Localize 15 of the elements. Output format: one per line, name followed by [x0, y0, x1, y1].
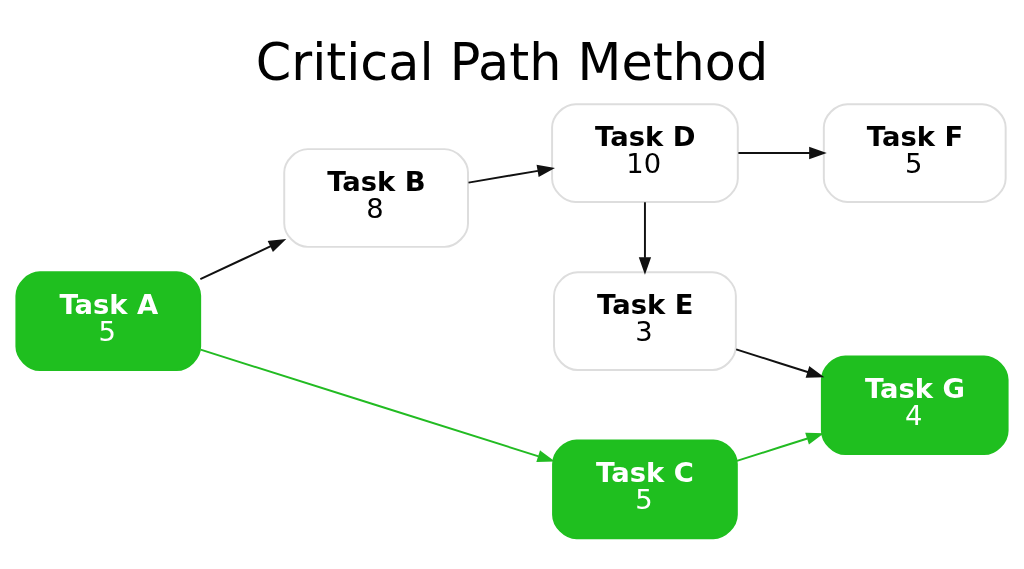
node-box: Task G 4 [820, 354, 1009, 455]
arrow [638, 200, 652, 275]
arrow [737, 146, 827, 159]
node-box: Task F 5 [822, 102, 1007, 203]
diagram-title: Critical Path Method [255, 32, 769, 92]
node-box: Task E 3 [553, 270, 737, 371]
arrow [735, 432, 824, 462]
arrow [199, 348, 555, 462]
node-box: Task B 8 [283, 147, 469, 248]
arrow [735, 347, 825, 378]
node-box: Task A 5 [15, 270, 202, 371]
arrow [467, 164, 555, 184]
node-box: Task D 10 [551, 102, 739, 203]
arrow [199, 238, 287, 280]
node-box: Task C 5 [552, 438, 738, 539]
